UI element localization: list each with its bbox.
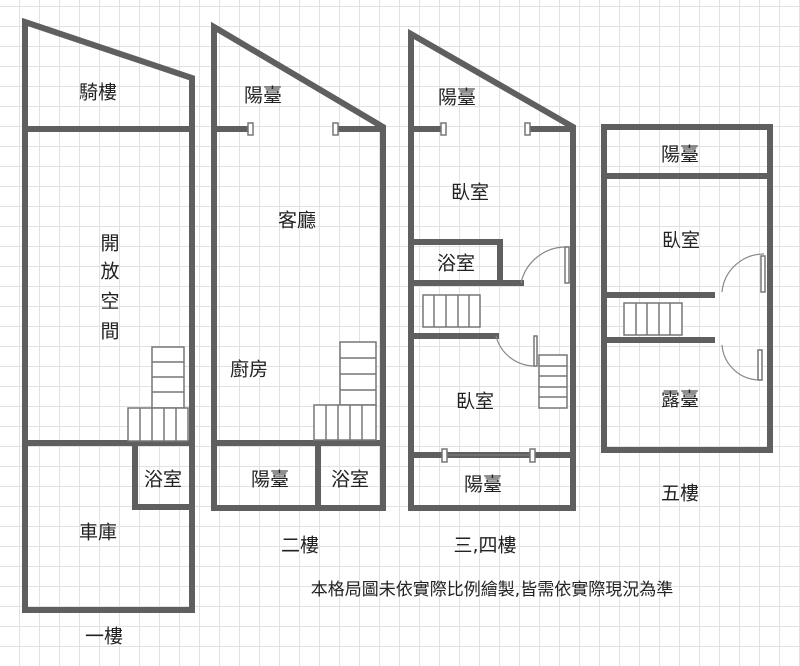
room-label: 陽臺 [464, 474, 502, 496]
room-label: 陽臺 [438, 87, 476, 109]
room-label: 空 [100, 291, 119, 313]
room-label: 浴室 [331, 469, 369, 491]
room-label: 浴室 [144, 469, 182, 491]
room-label: 放 [100, 261, 119, 283]
room-label: 臥室 [451, 182, 489, 204]
room-label: 間 [100, 321, 119, 343]
stairs [422, 294, 568, 409]
room-label: 車庫 [79, 522, 117, 544]
floor-title: 五樓 [661, 483, 699, 505]
room-label: 開 [100, 233, 119, 255]
room-label: 廚房 [230, 358, 268, 381]
room-label: 陽臺 [244, 85, 282, 107]
stairs [127, 346, 189, 442]
room-label: 騎樓 [79, 82, 117, 104]
stairs [313, 341, 377, 441]
disclaimer-note: 本格局圖未依實際比例繪製,皆需依實際現況為準 [311, 580, 673, 600]
room-label: 浴室 [437, 253, 475, 275]
room-label: 臥室 [456, 391, 494, 413]
floor-title: 一樓 [85, 626, 123, 648]
floor-2-plan: 陽臺 客廳 廚房 陽臺 浴室 二樓 [211, 21, 386, 557]
room-label: 陽臺 [661, 144, 699, 166]
floor-5-plan: 陽臺 臥室 露臺 五樓 [601, 124, 773, 505]
floor-1-plan: 騎樓 開 放 空 間 浴室 車庫 一樓 [22, 17, 195, 648]
room-label: 露臺 [661, 389, 699, 411]
floor-title: 二樓 [281, 535, 319, 557]
room-label: 臥室 [662, 230, 700, 252]
room-label: 陽臺 [251, 469, 289, 491]
floor-3-4-plan: 陽臺 臥室 浴室 臥室 陽臺 三,四樓 [408, 28, 576, 557]
stairs [623, 302, 683, 336]
floor-title: 三,四樓 [453, 535, 516, 557]
room-label: 客廳 [278, 210, 316, 232]
